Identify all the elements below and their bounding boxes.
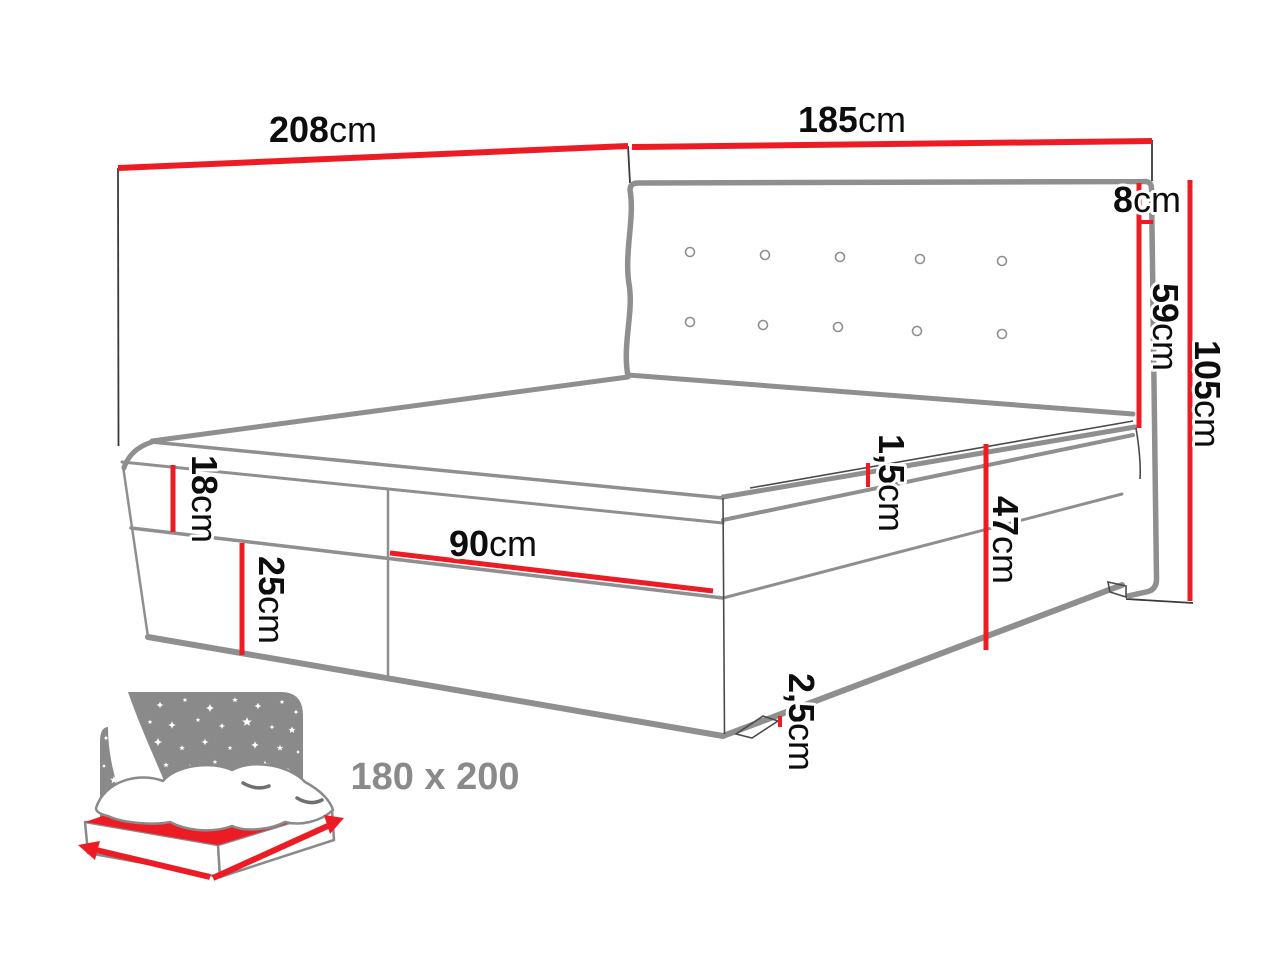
headboard-button <box>757 319 769 331</box>
dim-label-side-height: 47cm <box>986 496 1027 584</box>
bed-bottom-edge-right <box>720 582 1125 739</box>
rear-leg <box>1106 580 1127 599</box>
bed-size-icon <box>78 692 344 881</box>
dim-label-leg-height: 2,5cm <box>782 673 823 771</box>
dim-label-corpus-height: 25cm <box>252 556 293 644</box>
topper-piping-right <box>749 420 1134 489</box>
headboard-button <box>832 321 844 333</box>
dim-label-headboard-height: 59cm <box>1146 283 1187 371</box>
construction-lines <box>117 140 1194 604</box>
headboard-buttons <box>684 246 1008 340</box>
wall-corner-drop-line <box>627 145 631 184</box>
headboard-button <box>996 328 1008 340</box>
topper-seam-right-band <box>721 433 1135 522</box>
headboard-button <box>914 253 926 265</box>
dim-line-length-208 <box>117 143 629 171</box>
dim-line-panel-90 <box>389 550 714 594</box>
dim-label-width: 185cm <box>798 99 906 140</box>
mini-bed-duvet <box>94 763 335 832</box>
headboard-button <box>911 325 923 337</box>
headboard-button <box>759 249 771 261</box>
mini-bed <box>83 763 336 879</box>
width-arrow-head <box>78 841 100 860</box>
floor-line <box>1125 598 1194 604</box>
box-top-seam-left <box>129 526 725 600</box>
length-arrow-line <box>211 822 332 881</box>
dim-label-topper-gap: 1,5cm <box>872 434 913 532</box>
topper-seam-left <box>120 460 725 525</box>
dim-label-mattress-height: 18cm <box>185 455 226 543</box>
bed-left-face-edge <box>121 464 150 639</box>
star-icon <box>112 748 120 755</box>
dimension-labels: 208cm 185cm 8cm 59cm 105cm 18cm 25cm 90c… <box>182 96 1232 774</box>
length-arrow-head <box>324 815 344 834</box>
width-arrow-line <box>95 847 211 880</box>
dim-line-width-185 <box>631 138 1153 150</box>
mattress-left-corner <box>121 439 155 471</box>
mattress-right-edge <box>720 424 1138 500</box>
headboard-bottom-edge <box>625 372 1136 417</box>
dim-label-total-height: 105cm <box>1188 340 1229 448</box>
mini-bed-duvet-fold-2 <box>295 796 324 805</box>
size-label: 180 x 200 <box>350 756 519 798</box>
headboard-outline <box>623 178 1160 599</box>
headboard-button <box>684 316 696 328</box>
dim-label-length: 208cm <box>269 109 377 150</box>
headboard-button <box>996 255 1008 267</box>
box-top-seam-right <box>721 492 1124 600</box>
bed-outline <box>120 178 1160 739</box>
front-corner-edge <box>722 497 726 735</box>
left-wall-edge <box>117 167 120 447</box>
mattress-front-edge <box>150 440 725 500</box>
dim-label-panel-width: 90cm <box>449 523 537 564</box>
dim-label-headboard-offset: 8cm <box>1113 179 1181 220</box>
headboard-button <box>834 251 846 263</box>
dimension-lines <box>117 138 1193 727</box>
mini-bed-duvet-fold-1 <box>241 781 271 790</box>
right-corner-piping <box>1135 427 1142 480</box>
headboard-button <box>684 246 696 258</box>
mini-bed-arrows <box>78 815 344 881</box>
mattress-back-edge <box>149 374 631 444</box>
